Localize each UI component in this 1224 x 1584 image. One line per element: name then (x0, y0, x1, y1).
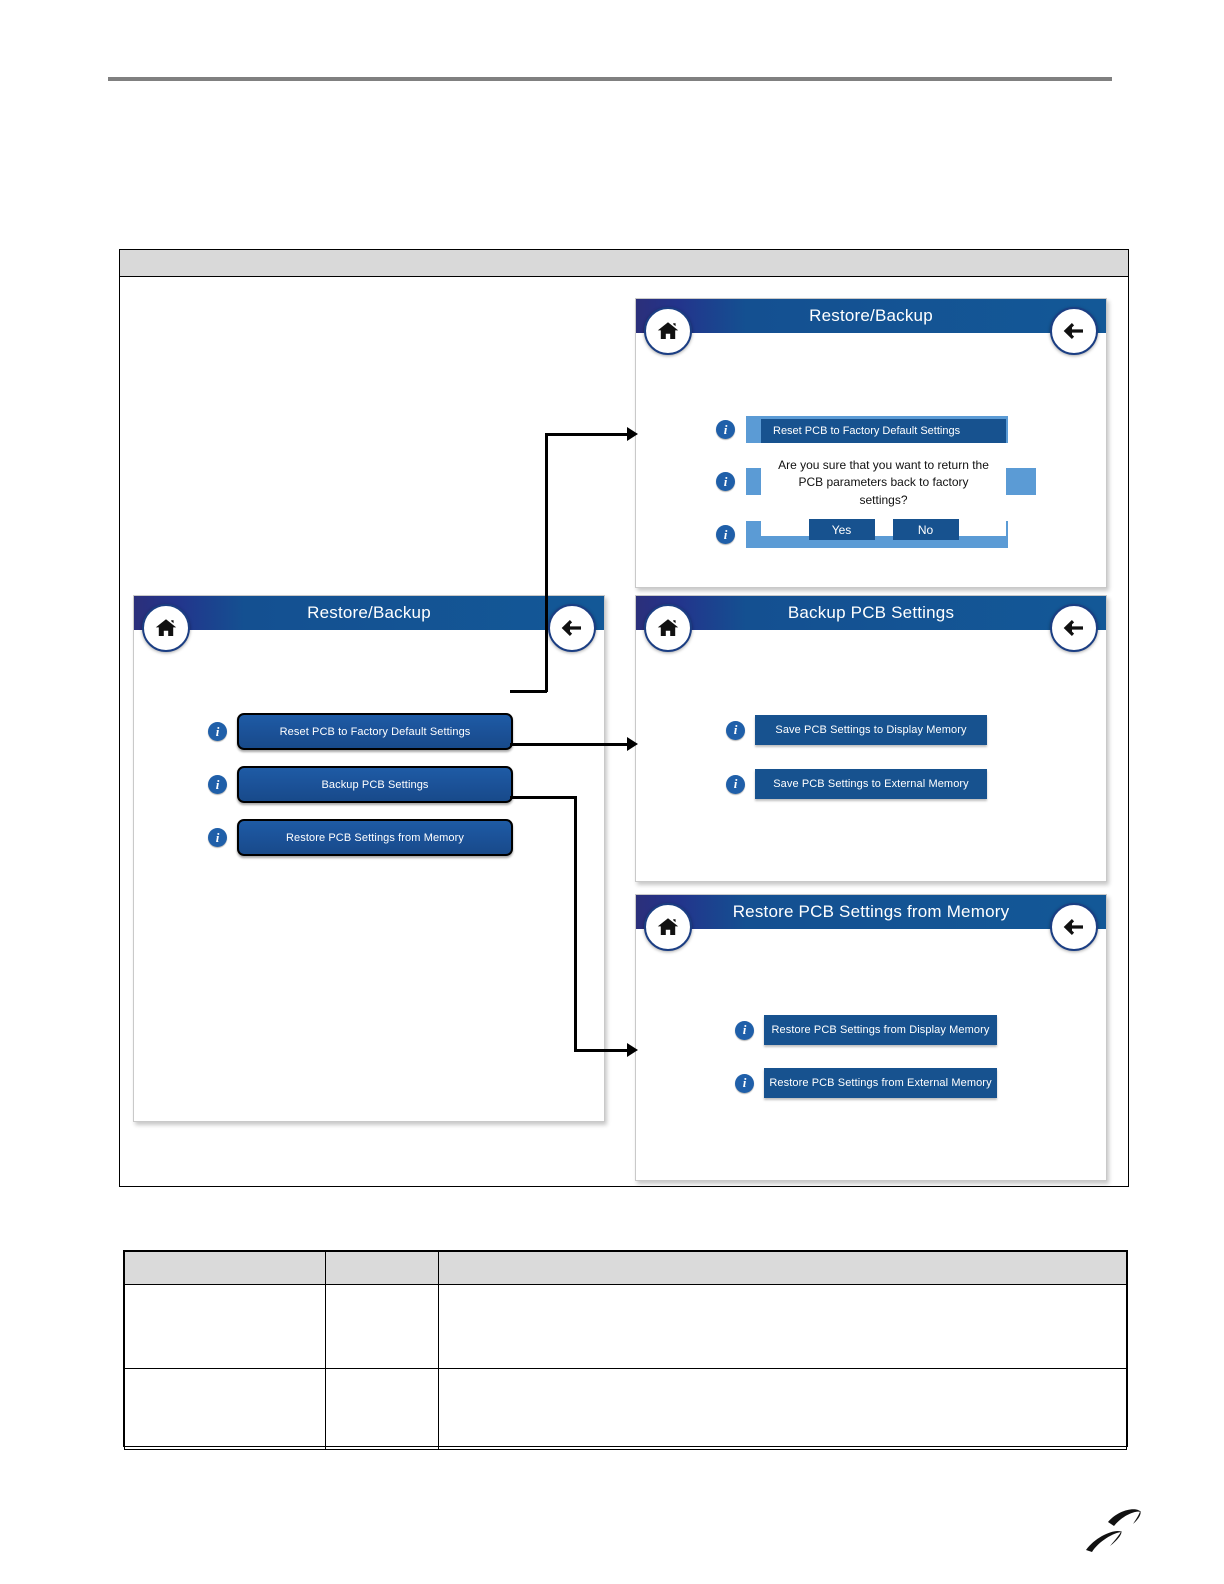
table-header-cell (124, 1251, 326, 1285)
diagram-frame: Restore/Backup i i i (119, 249, 1129, 1187)
reset-confirm-dialog: Reset PCB to Factory Default Settings Ar… (761, 419, 1006, 541)
menu-row: i Restore PCB Settings from Memory (208, 819, 513, 856)
connector-reset-segment-h2 (545, 433, 629, 436)
panel-title: Restore/Backup (307, 603, 431, 622)
table-cell (124, 1368, 326, 1450)
page-top-rule (108, 77, 1112, 81)
back-arrow-icon[interactable] (1050, 903, 1098, 951)
menu-row: i Save PCB Settings to External Memory (726, 769, 987, 799)
panel-header: Restore PCB Settings from Memory (636, 895, 1106, 951)
info-icon[interactable]: i (208, 828, 227, 847)
back-arrow-icon[interactable] (548, 604, 596, 652)
table-cell (438, 1284, 1127, 1369)
table-cell (325, 1368, 439, 1450)
company-swoosh-logo (1078, 1500, 1150, 1564)
option-restore-pcb-settings-from-display-memory[interactable]: Restore PCB Settings from Display Memory (764, 1015, 997, 1045)
menu-row: i Reset PCB to Factory Default Settings (208, 713, 513, 750)
panel-body: i Restore PCB Settings from Display Memo… (636, 929, 1106, 1180)
connector-restore-segment-h1 (510, 796, 576, 799)
table-cell (124, 1284, 326, 1369)
option-save-pcb-settings-to-display-memory[interactable]: Save PCB Settings to Display Memory (755, 715, 987, 745)
panel-header: Restore/Backup (636, 299, 1106, 355)
panel-title: Backup PCB Settings (787, 603, 955, 622)
table-header-cell (438, 1251, 1127, 1285)
home-icon[interactable] (644, 604, 692, 652)
info-icon[interactable]: i (716, 420, 735, 439)
table-cell (325, 1284, 439, 1369)
info-icon[interactable]: i (735, 1073, 754, 1093)
panel-restore-backup-menu: Restore/Backup i Reset PCB to Factory De… (133, 595, 605, 1122)
info-icon[interactable]: i (726, 720, 745, 740)
info-icon[interactable]: i (716, 472, 735, 491)
panel-body: i Save PCB Settings to Display Memory i … (636, 630, 1106, 881)
home-icon[interactable] (142, 604, 190, 652)
connector-backup-arrowhead (627, 737, 638, 751)
option-save-pcb-settings-to-external-memory[interactable]: Save PCB Settings to External Memory (755, 769, 987, 799)
bottom-data-table (123, 1250, 1128, 1450)
panel-body: i i i Reset PCB to Factory Default Setti… (636, 333, 1106, 587)
panel-body: i Reset PCB to Factory Default Settings … (134, 630, 604, 1121)
panel-header: Restore/Backup (134, 596, 604, 652)
menu-row: i Restore PCB Settings from External Mem… (735, 1068, 997, 1098)
panel-title: Restore PCB Settings from Memory (732, 902, 1010, 921)
info-icon[interactable]: i (716, 525, 735, 544)
table-header-row (124, 1251, 1127, 1285)
option-restore-pcb-settings-from-memory[interactable]: Restore PCB Settings from Memory (237, 819, 513, 856)
option-restore-pcb-settings-from-external-memory[interactable]: Restore PCB Settings from External Memor… (764, 1068, 997, 1098)
table-cell (438, 1368, 1127, 1450)
info-icon[interactable]: i (208, 722, 227, 741)
menu-row: i Save PCB Settings to Display Memory (726, 715, 987, 745)
table-row (124, 1368, 1127, 1450)
home-icon[interactable] (644, 903, 692, 951)
connector-reset-arrowhead (627, 427, 638, 441)
panel-backup-pcb-settings: Backup PCB Settings i Save PCB Settings … (635, 595, 1107, 882)
panel-title: Restore/Backup (809, 306, 933, 325)
dialog-actions: Yes No (761, 515, 1006, 552)
connector-reset-segment-h1 (510, 690, 547, 693)
connector-backup-segment-h (510, 743, 629, 746)
connector-reset-segment-v (545, 433, 548, 692)
diagram-caption-band (120, 250, 1128, 277)
panel-header: Backup PCB Settings (636, 596, 1106, 652)
info-icon[interactable]: i (735, 1020, 754, 1040)
option-backup-pcb-settings[interactable]: Backup PCB Settings (237, 766, 513, 803)
menu-row: i Restore PCB Settings from Display Memo… (735, 1015, 997, 1045)
option-reset-pcb-to-factory-default-settings[interactable]: Reset PCB to Factory Default Settings (237, 713, 513, 750)
connector-restore-segment-h2 (574, 1049, 629, 1052)
connector-restore-segment-v (574, 796, 577, 1052)
yes-button[interactable]: Yes (808, 519, 875, 541)
menu-row: i Backup PCB Settings (208, 766, 513, 803)
info-icon[interactable]: i (726, 774, 745, 794)
back-arrow-icon[interactable] (1050, 307, 1098, 355)
panel-reset-confirm: Restore/Backup i i i (635, 298, 1107, 588)
no-button[interactable]: No (892, 519, 959, 541)
connector-restore-arrowhead (627, 1043, 638, 1057)
info-icon[interactable]: i (208, 775, 227, 794)
dialog-title: Reset PCB to Factory Default Settings (761, 419, 1006, 443)
home-icon[interactable] (644, 307, 692, 355)
panel-restore-pcb-settings-from-memory: Restore PCB Settings from Memory i Resto… (635, 894, 1107, 1181)
back-arrow-icon[interactable] (1050, 604, 1098, 652)
dialog-message: Are you sure that you want to return the… (778, 458, 989, 507)
table-header-cell (325, 1251, 439, 1285)
table-row (124, 1284, 1127, 1369)
